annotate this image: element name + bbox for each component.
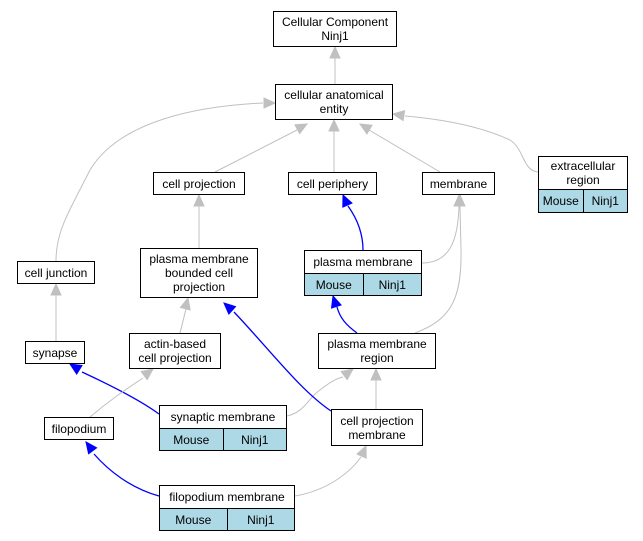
node-filopodium[interactable]: filopodium <box>44 417 114 440</box>
node-label: cell projection membrane <box>340 413 414 442</box>
node-extracellular-region[interactable]: extracellular region Mouse Ninj1 <box>538 156 628 213</box>
edge-plasma-membrane-region-to-membrane <box>414 205 462 334</box>
record-row: Mouse Ninj1 <box>539 189 627 212</box>
arrowhead <box>294 123 309 135</box>
gene-cell: Ninj1 <box>362 274 421 295</box>
node-synapse[interactable]: synapse <box>25 341 85 364</box>
node-cell-projection-membrane[interactable]: cell projection membrane <box>331 409 423 446</box>
node-label: plasma membrane bounded cell projection <box>149 252 249 294</box>
record-row: Mouse Ninj1 <box>160 428 286 450</box>
node-label: actin-based cell projection <box>138 337 212 365</box>
arrowhead <box>223 302 237 316</box>
arrowhead <box>193 193 205 207</box>
node-plasma-membrane[interactable]: plasma membrane Mouse Ninj1 <box>304 250 422 296</box>
node-label: synapse <box>32 345 78 360</box>
arrowhead <box>263 97 277 109</box>
arrowhead <box>50 282 62 296</box>
node-filopodium-membrane[interactable]: filopodium membrane Mouse Ninj1 <box>159 485 295 531</box>
arrowhead <box>328 118 340 132</box>
record-title: extracellular region <box>550 159 616 187</box>
arrowhead <box>454 193 466 207</box>
arrowhead <box>342 193 353 208</box>
node-label: Cellular Component Ninj1 <box>281 15 389 43</box>
arrowhead <box>370 367 382 381</box>
edge-plasma-membrane-to-cell-periphery <box>347 205 364 251</box>
edge-synaptic-membrane-to-synapse <box>81 371 160 415</box>
node-label: membrane <box>429 176 488 191</box>
node-synaptic-membrane[interactable]: synaptic membrane Mouse Ninj1 <box>159 405 287 451</box>
arrowhead <box>68 363 83 375</box>
node-cell-junction[interactable]: cell junction <box>17 261 95 284</box>
edge-synaptic-membrane-to-plasma-membrane-region <box>286 376 344 417</box>
edge-extracellular-region-to-cellular-anatomical-entity <box>404 115 539 173</box>
organism-cell: Mouse <box>305 274 363 295</box>
arrowhead <box>340 368 354 381</box>
record-row: Mouse Ninj1 <box>160 508 294 530</box>
node-label: filopodium <box>51 421 107 436</box>
arrowhead <box>391 109 406 122</box>
node-plasma-membrane-region[interactable]: plasma membrane region <box>318 333 436 369</box>
edge-filopodium-membrane-to-cell-projection-membrane <box>294 456 362 497</box>
edge-cell-projection-membrane-to-plasma-membrane-bounded-cell-projection <box>233 311 332 412</box>
organism-cell: Mouse <box>160 429 223 450</box>
gene-cell: Ninj1 <box>222 429 286 450</box>
node-cell-periphery[interactable]: cell periphery <box>288 172 377 195</box>
arrowhead <box>358 123 373 135</box>
edge-cell-junction-to-cellular-anatomical-entity <box>55 102 264 262</box>
edge-plasma-membrane-to-membrane <box>421 205 460 264</box>
node-membrane[interactable]: membrane <box>422 172 495 195</box>
node-label: cell periphery <box>296 176 369 191</box>
edge-actin-based-cell-projection-to-plasma-membrane-bounded-cell-projection <box>179 308 187 334</box>
edge-membrane-to-cellular-anatomical-entity <box>368 129 441 173</box>
organism-cell: Mouse <box>160 509 227 530</box>
node-cell-projection[interactable]: cell projection <box>153 172 245 195</box>
gene-cell: Ninj1 <box>582 190 627 212</box>
node-cellular-component[interactable]: Cellular Component Ninj1 <box>273 11 397 47</box>
record-title: plasma membrane <box>313 255 413 269</box>
arrowhead <box>85 441 98 455</box>
record-title: filopodium membrane <box>169 490 285 504</box>
node-cellular-anatomical-entity[interactable]: cellular anatomical entity <box>275 84 393 120</box>
node-label: cell projection <box>162 176 236 191</box>
node-actin-based-cell-projection[interactable]: actin-based cell projection <box>129 333 221 369</box>
organism-cell: Mouse <box>539 190 583 212</box>
arrowhead <box>329 45 341 59</box>
edge-cell-projection-to-cellular-anatomical-entity <box>214 129 298 173</box>
arrowhead <box>140 368 154 381</box>
arrowhead <box>179 296 191 311</box>
node-plasma-membrane-bounded-cell-projection[interactable]: plasma membrane bounded cell projection <box>140 248 258 298</box>
gene-cell: Ninj1 <box>226 509 294 530</box>
edge-filopodium-membrane-to-filopodium <box>93 453 160 497</box>
node-label: cellular anatomical entity <box>284 88 384 116</box>
edge-filopodium-to-actin-based-cell-projection <box>89 377 144 418</box>
record-title: synaptic membrane <box>170 410 276 424</box>
arrowhead <box>330 294 342 309</box>
node-label: cell junction <box>24 265 88 280</box>
record-row: Mouse Ninj1 <box>305 273 421 295</box>
arrowhead <box>356 444 367 459</box>
edge-plasma-membrane-region-to-plasma-membrane <box>336 306 358 334</box>
node-label: plasma membrane region <box>327 337 427 365</box>
